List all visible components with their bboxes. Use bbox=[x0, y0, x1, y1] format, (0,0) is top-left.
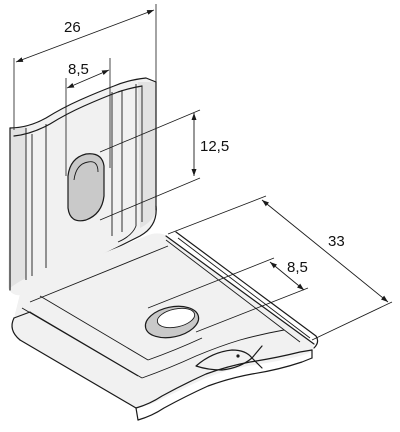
dimension-length-base-label: 33 bbox=[328, 233, 345, 250]
dimension-length-base: 33 bbox=[167, 195, 393, 341]
round-hole bbox=[144, 305, 200, 339]
dimension-slot-height: 12,5 bbox=[99, 109, 229, 221]
dimension-hole-diameter: 8,5 bbox=[147, 257, 309, 333]
fish-logo-icon bbox=[195, 345, 263, 371]
dimension-width-top: 26 bbox=[13, 4, 157, 130]
dimension-width-top-label: 26 bbox=[64, 19, 81, 36]
dimension-slot-width-label: 8,5 bbox=[68, 61, 89, 78]
dimension-slot-width: 8,5 bbox=[65, 58, 111, 176]
slot-hole bbox=[67, 153, 105, 222]
dimension-slot-height-label: 12,5 bbox=[200, 138, 229, 155]
dimension-hole-diameter-label: 8,5 bbox=[287, 259, 308, 276]
